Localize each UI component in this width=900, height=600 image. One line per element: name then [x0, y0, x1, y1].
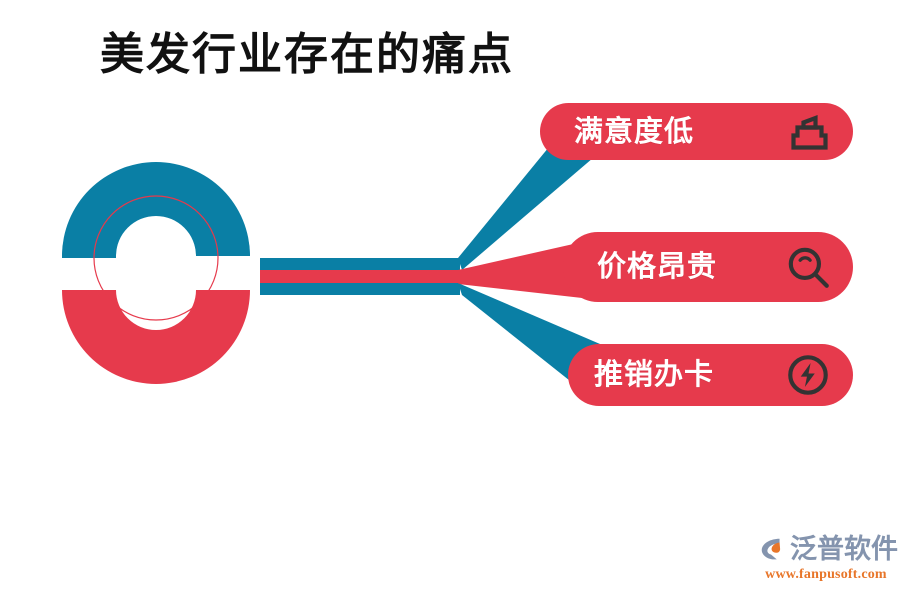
- hub-inner-outline: [93, 195, 219, 321]
- pill-label: 价格昂贵: [597, 251, 718, 283]
- hub-top-arc-fill: [62, 162, 250, 256]
- stamp-icon: [781, 105, 835, 159]
- company-logo[interactable]: 泛普软件 www.fanpusoft.com: [758, 532, 898, 586]
- pill-label: 满意度低: [574, 115, 695, 148]
- pill-item-card-sales[interactable]: 推销办卡: [568, 344, 853, 406]
- pill-item-price[interactable]: 价格昂贵: [563, 232, 853, 302]
- pill-label: 推销办卡: [594, 359, 715, 391]
- stem-stripe-top: [260, 258, 460, 270]
- branch-down: [458, 283, 600, 392]
- bolt-circle-icon: [781, 348, 835, 402]
- logo-wordmark: 泛普软件: [790, 534, 898, 564]
- stem-stripe-bottom: [260, 283, 460, 295]
- stem-stripe-middle: [260, 270, 460, 283]
- logo-url: www.fanpusoft.com: [765, 567, 887, 582]
- fanpu-swoosh-icon: [758, 534, 788, 564]
- magnifier-icon: [781, 240, 835, 294]
- page-title: 美发行业存在的痛点: [100, 30, 514, 79]
- hub-bottom-arc: [62, 290, 250, 384]
- pill-item-satisfaction[interactable]: 满意度低: [540, 103, 853, 160]
- logo-row: 泛普软件: [758, 532, 898, 566]
